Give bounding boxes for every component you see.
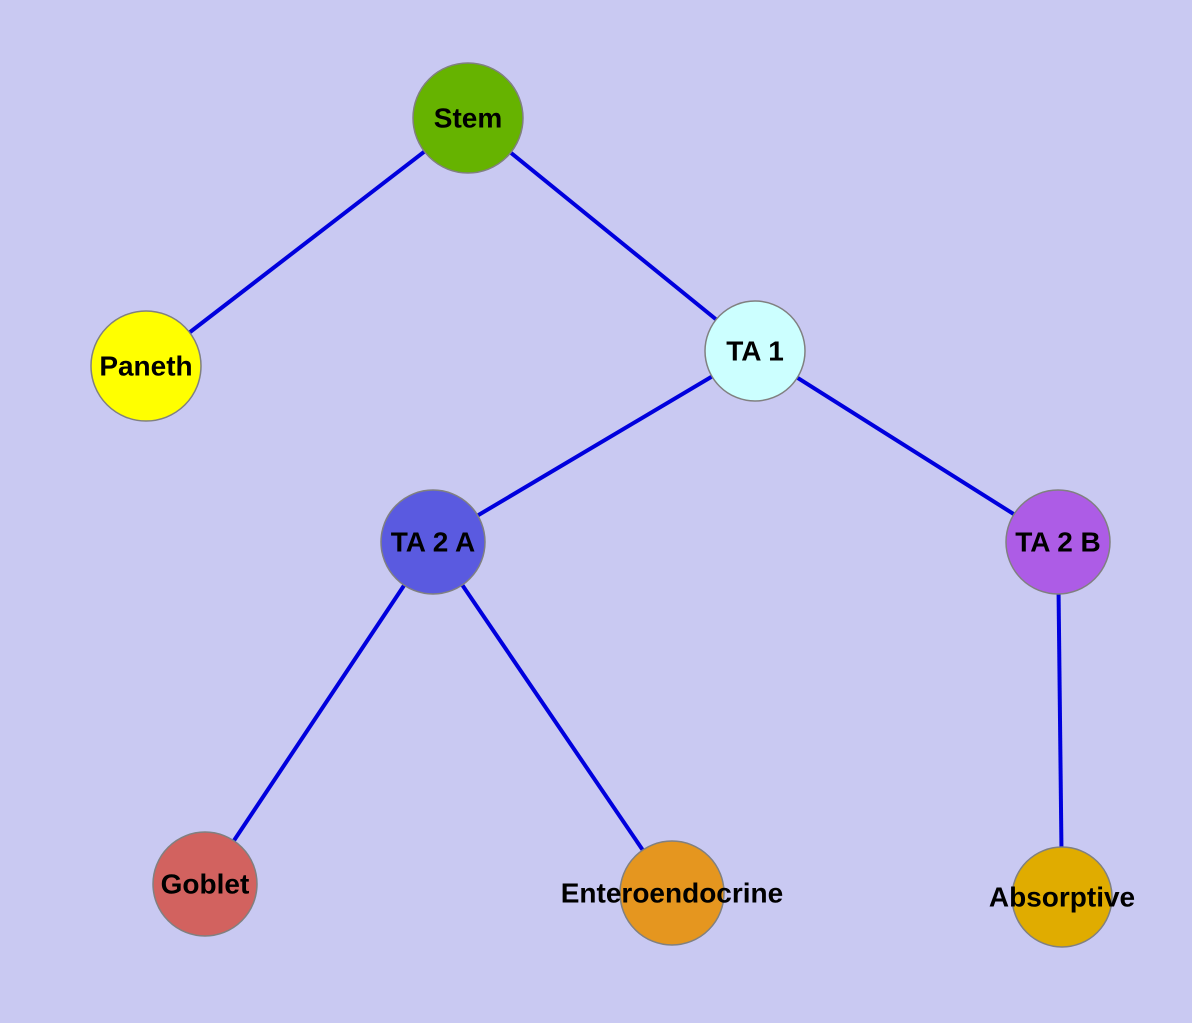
node-label-absorptive: Absorptive [989, 882, 1135, 913]
node-paneth [90, 310, 202, 422]
node-ta1 [704, 300, 806, 402]
edge-ta1-ta2b [753, 349, 1060, 544]
node-stem [412, 62, 524, 174]
node-enteroendocrine [619, 840, 725, 946]
node-ta2a [380, 489, 486, 595]
node-label-stem: Stem [434, 103, 502, 134]
node-label-paneth: Paneth [99, 351, 192, 382]
node-label-goblet: Goblet [161, 869, 250, 900]
node-label-ta2b: TA 2 B [1015, 527, 1101, 558]
edge-ta1-ta2a [431, 349, 757, 544]
edge-ta2b-absorptive [1056, 541, 1064, 898]
node-absorptive [1011, 846, 1113, 948]
edge-ta2a-goblet [203, 540, 435, 886]
edge-stem-ta1 [466, 116, 757, 353]
node-label-enteroendocrine: Enteroendocrine [561, 878, 783, 909]
edge-stem-paneth [144, 116, 470, 368]
node-goblet [152, 831, 258, 937]
node-ta2b [1005, 489, 1111, 595]
edge-ta2a-enteroendocrine [431, 540, 674, 895]
node-label-ta1: TA 1 [726, 336, 784, 367]
node-label-ta2a: TA 2 A [391, 527, 476, 558]
